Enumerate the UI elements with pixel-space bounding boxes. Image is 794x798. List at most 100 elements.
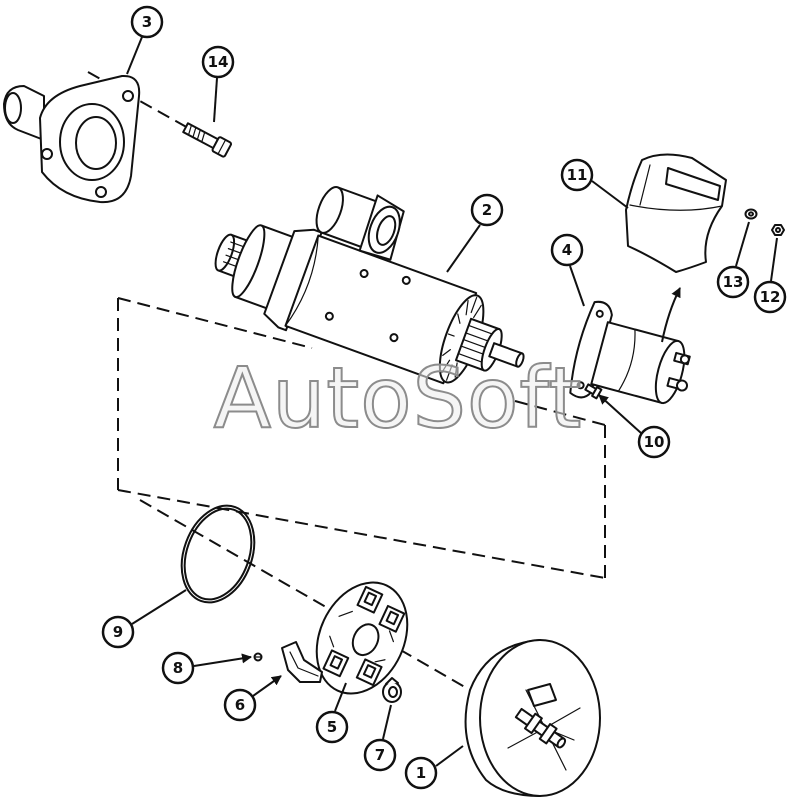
callout-14: 14 bbox=[201, 45, 235, 123]
solenoid-boss-end bbox=[315, 186, 344, 234]
brush bbox=[363, 591, 378, 607]
callout-bubble bbox=[101, 615, 135, 649]
callout-bubble bbox=[470, 193, 504, 227]
pinion-gear-face bbox=[214, 233, 236, 272]
stud-end bbox=[556, 737, 567, 749]
solenoid-flange bbox=[569, 300, 613, 399]
callout-number: 12 bbox=[760, 288, 781, 306]
part-4-solenoid bbox=[569, 300, 691, 405]
frame-screw-hole bbox=[401, 275, 411, 285]
callout-bubble bbox=[201, 45, 235, 79]
screw-head bbox=[591, 386, 603, 400]
callout-number: 2 bbox=[482, 201, 492, 219]
callout-leader bbox=[446, 224, 481, 273]
watermark: AutoSoft bbox=[214, 349, 583, 447]
callout-leader bbox=[131, 589, 187, 625]
install-direction-arrow bbox=[661, 287, 681, 343]
callout-bubble bbox=[637, 425, 671, 459]
frame-screw-hole bbox=[359, 269, 369, 279]
pinion-teeth bbox=[223, 241, 253, 270]
o-ring-inner bbox=[183, 507, 253, 601]
callout-bubble bbox=[130, 5, 164, 39]
drive-housing-flange bbox=[263, 228, 323, 332]
solenoid-body-seam bbox=[617, 328, 636, 392]
callout-7: 7 bbox=[363, 704, 397, 772]
part-5-brush-plate bbox=[315, 581, 409, 695]
part-14-bolt bbox=[182, 122, 233, 158]
callout-bubble bbox=[223, 688, 257, 722]
callout-bubble bbox=[716, 265, 750, 299]
callout-number: 3 bbox=[142, 13, 152, 31]
callout-1: 1 bbox=[404, 745, 464, 790]
callout-leader bbox=[735, 221, 750, 267]
part-8-screw bbox=[253, 652, 263, 662]
cover-inner-edge bbox=[639, 164, 651, 206]
bushing-inner bbox=[388, 686, 398, 698]
part-2-starter-motor bbox=[214, 186, 525, 385]
callout-bubble bbox=[550, 233, 584, 267]
end-cap-ribs bbox=[507, 689, 581, 771]
callout-number: 10 bbox=[644, 433, 665, 451]
callout-5: 5 bbox=[315, 682, 349, 744]
bushing-tab bbox=[385, 677, 399, 685]
callout-bubble bbox=[404, 756, 438, 790]
solenoid-flange-hole bbox=[595, 309, 604, 318]
callout-number: 6 bbox=[235, 696, 245, 714]
callout-3: 3 bbox=[126, 5, 164, 75]
bolt-shank bbox=[182, 122, 219, 150]
solenoid-flange-hole bbox=[576, 381, 585, 390]
part-3-drive-housing bbox=[3, 74, 141, 204]
callout-bubble bbox=[161, 651, 195, 685]
bolt-head-facet bbox=[217, 139, 227, 155]
callout-bubble bbox=[753, 280, 787, 314]
cover-tab bbox=[665, 167, 721, 201]
callout-leader bbox=[334, 682, 347, 712]
commutator-bars bbox=[457, 324, 498, 365]
callout-9: 9 bbox=[101, 589, 187, 649]
part-13-lock-washer bbox=[744, 208, 758, 220]
callouts: 1 2 3 4 5 6 7 bbox=[101, 5, 787, 790]
solenoid-terminal-nut bbox=[679, 354, 690, 365]
callout-leader bbox=[591, 180, 629, 209]
callout-leader bbox=[435, 745, 464, 767]
clip-fold bbox=[289, 651, 319, 677]
callout-leader bbox=[193, 653, 252, 667]
callout-number: 8 bbox=[173, 659, 183, 677]
callout-8: 8 bbox=[161, 651, 252, 685]
callout-12: 12 bbox=[753, 237, 787, 314]
washer-inner bbox=[748, 211, 754, 217]
brush bbox=[329, 655, 344, 670]
callout-number: 5 bbox=[327, 718, 337, 736]
callout-4: 4 bbox=[550, 233, 585, 307]
brush-springs bbox=[329, 610, 395, 663]
housing-bolt-hole bbox=[95, 186, 107, 198]
part-7-bushing bbox=[382, 677, 402, 703]
motor-frame-seam bbox=[284, 234, 319, 327]
solenoid-boss-bore-inner bbox=[376, 215, 397, 246]
callout-leader bbox=[598, 394, 642, 434]
part-6-clip bbox=[281, 641, 323, 683]
solenoid-terminal-nut bbox=[676, 379, 689, 392]
frame-screw-hole bbox=[389, 333, 399, 343]
callout-number: 4 bbox=[562, 241, 572, 259]
o-ring-outer bbox=[180, 504, 256, 604]
stud-nut bbox=[524, 712, 543, 735]
callout-number: 7 bbox=[375, 746, 385, 764]
housing-nose-end bbox=[4, 92, 22, 124]
part-1-end-cap bbox=[464, 639, 601, 797]
cover-edge bbox=[629, 204, 723, 211]
callout-leader bbox=[382, 704, 392, 740]
callout-leader bbox=[569, 265, 585, 307]
callout-2: 2 bbox=[446, 193, 504, 273]
armature-shaft-end bbox=[515, 352, 525, 368]
callout-bubble bbox=[363, 738, 397, 772]
brush bbox=[362, 664, 377, 679]
part-10-screw bbox=[584, 383, 603, 400]
callout-11: 11 bbox=[560, 158, 629, 209]
callout-leader bbox=[770, 237, 778, 282]
bolt-thread bbox=[187, 124, 206, 143]
callout-leader bbox=[213, 77, 218, 123]
brush-plate-bore bbox=[351, 623, 380, 657]
callout-leader bbox=[252, 675, 282, 697]
